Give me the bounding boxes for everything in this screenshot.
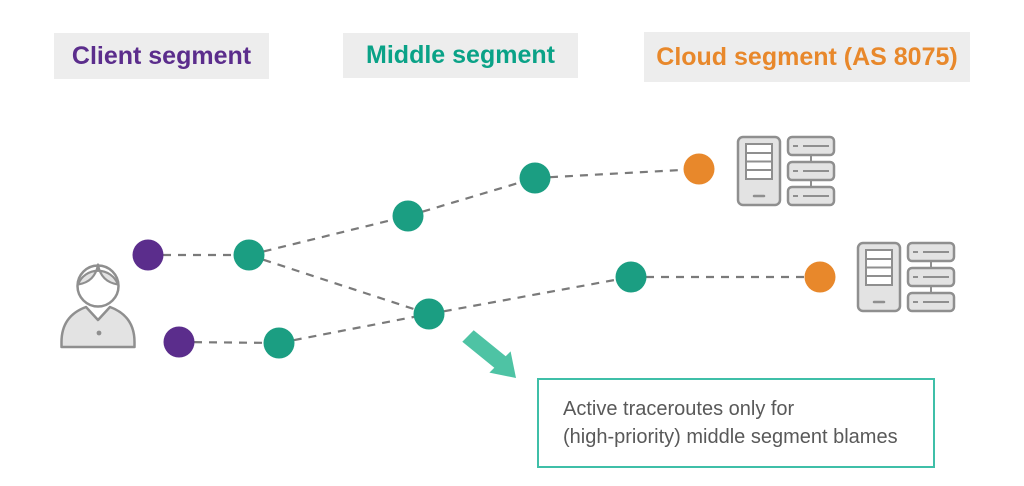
hop-node-client-2 xyxy=(163,326,195,358)
traceroute-edges xyxy=(148,167,820,345)
hop-node-middle-2 xyxy=(392,200,424,232)
edge-middle-2-middle-3 xyxy=(407,176,536,218)
hop-node-middle-1 xyxy=(233,239,265,271)
server-icon xyxy=(856,241,956,313)
legend-cloud-segment: Cloud segment (AS 8075) xyxy=(644,32,970,82)
annotation-box: Active traceroutes only for (high-priori… xyxy=(537,378,935,468)
edge-client-2-middle-5 xyxy=(178,340,280,345)
edge-middle-1-middle-2 xyxy=(248,214,409,257)
hop-nodes xyxy=(132,153,836,359)
edge-middle-5-middle-4 xyxy=(278,312,430,345)
legend-client-segment: Client segment xyxy=(54,33,269,79)
hop-node-middle-6 xyxy=(615,261,647,293)
person-icon xyxy=(60,263,136,349)
edge-middle-3-cloud-1 xyxy=(534,167,700,180)
hop-node-client-1 xyxy=(132,239,164,271)
annotation-line-1: Active traceroutes only for xyxy=(563,398,795,420)
hop-node-middle-3 xyxy=(519,162,551,194)
hop-node-middle-5 xyxy=(263,327,295,359)
server-icon xyxy=(736,135,836,207)
hop-node-middle-4 xyxy=(413,298,445,330)
hop-node-cloud-2 xyxy=(804,261,836,293)
hop-node-cloud-1 xyxy=(683,153,715,185)
legend-middle-segment: Middle segment xyxy=(343,33,578,78)
arrow-icon xyxy=(462,330,516,378)
edge-middle-4-middle-6 xyxy=(428,275,632,316)
edge-middle-1-middle-4 xyxy=(248,253,430,316)
annotation-line-2: (high-priority) middle segment blames xyxy=(563,426,898,448)
